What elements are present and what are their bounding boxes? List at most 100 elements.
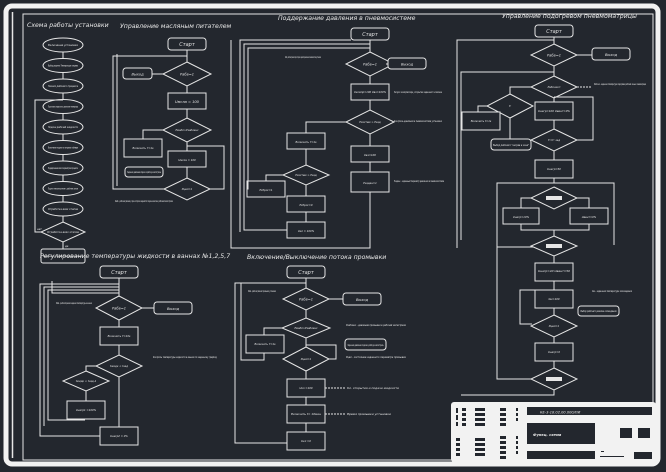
flow-cond2-label: Рмабл>Рзабланс [294,326,318,330]
inner-frame [22,13,654,461]
title-block: КЕ-3-18.02.00.000/ПИ Функц. схема [451,402,656,462]
pressure-exit-label: Выход [401,63,414,67]
liquid-box3-label: Uнагр2 = 0% [110,434,128,438]
pressure-box5-label: Рсброс=0 [299,203,312,207]
flow-title: Включение/Выключение потока промывки [247,254,386,261]
temp-box4-label: Uнагр=10% [513,215,530,219]
scheme-title: Схема работы установки [27,21,109,29]
scheme-step-label: Начало рабочего процесса [48,84,78,88]
section-pump: Управление масляным питателем Старт Рабв… [112,23,232,203]
pressure-title: Поддержание давления в пневмосистеме [278,15,416,22]
temp-box2 [461,111,501,131]
pressure-cond3-label: Рсистем > Рзад [295,173,317,177]
pressure-exit-terminator [387,57,427,70]
temp-cond5-label: Рцел=1 [549,324,560,328]
pressure-box1-label: Uкомпр=100 Uвз=100% [354,90,387,94]
temp-cond2-label: Рабочая t [548,85,562,89]
pump-exit-terminator [122,67,153,80]
pressure-box6-label: Рзадан=1 [363,181,377,185]
temp-cond4-label: tº=tº зад [548,138,560,142]
scheme-step-label: Подача теплоносителя к рабочим зонам [48,187,78,191]
temp-note1: Рабочая - заданная температура подогрева… [594,82,646,86]
pump-start-label: Старт [179,42,196,48]
flow-box2-label: Uкл =100 [299,386,312,390]
section-scheme: Схема работы установки Включение установ… [27,21,109,264]
flow-box3-label: Включить t= 10мин [291,412,321,416]
drawing-name: Функц. схема [533,433,562,437]
temp-box3-label: Uнагр=50 [547,167,561,171]
scheme-step-label: Выбор рецепта Температура нагрева [48,64,78,68]
pressure-start-label: Старт [362,32,379,38]
temp-box8-label: Uнагр=0 [548,350,560,354]
temp-box2-label: Включить t=1s [471,119,492,123]
flow-note1: Рабв - рабочий режим промывки установки [248,289,276,293]
scheme-step-label: Включение подачи и нагрев в таймере [48,146,78,150]
flow-note6: Время промывки установки [347,412,391,416]
pump-box2 [123,138,163,158]
pump-box3-label: Uмсла = 100 [178,158,196,162]
temp-box5-label: Uвент=0% [582,215,597,219]
liquid-title: Регулирование температуры жидкости в ван… [40,253,230,260]
liquid-cond1-label: Рабв=1 [112,307,126,311]
flow-note2: Рзабланс - давление промывки в рабочей м… [346,323,406,327]
scheme-end-label: Выключение установки, Завершение процесс… [43,254,83,258]
pressure-box4-label: Рсброс=1 [259,188,272,192]
scheme-decision-label: Отработка всех этапов [47,230,79,234]
liquid-box2-label: Uнагр1 =100% [76,408,97,412]
temp-redacted-label2 [546,244,562,248]
flow-note3 [344,338,387,351]
section-pressure: Поддержание давления в пневмосистеме Ста… [230,15,444,249]
pump-cond3-label: Рцел=1 [182,187,193,191]
pump-cond3 [162,177,212,201]
scheme-step-label: Поддержание всех параметров процесса [48,166,78,170]
temp-note4 [577,305,620,317]
pressure-box2-label: Включить Y=1s [295,140,317,144]
temp-start-label: Старт [546,29,563,35]
drawing-code: КЕ-3-18.02.00.000/ПИ [540,411,581,415]
liquid-start-label: Старт [111,270,128,276]
pump-cond1-label: Рабв=1 [180,73,194,77]
liquid-cond3-label: tжидк < tзад-1 [76,379,97,383]
section-flow: Включение/Выключение потока промывки Ста… [234,254,406,451]
pressure-note3: Контроль давления в пневмосистеме устано… [394,119,442,123]
liquid-box2 [66,400,106,420]
flow-note5: Кл. открытия и подачи жидкости [347,386,399,390]
temp-note3: tвз - заданная температура охлаждения [592,289,632,293]
temp-box6-label: Uнагр=40 Uвент=50 [538,269,570,273]
pump-cond2-label: Рмабл>Рзабланс [175,128,199,132]
pressure-note1: Рабв - рабочий режим при котором задаетс… [285,55,321,59]
scheme-step-label: Подача рабочей жидкости [48,125,78,129]
outer-frame [3,3,661,467]
temp-cond3-label: tº [509,104,512,108]
flow-cond3-label: Рцел=1 [301,357,312,361]
temp-box7-label: tвз=100 [548,297,559,301]
temp-box1-label: Uнагр=100 Uвент=0% [538,109,571,113]
pump-title: Управление масляным питателем [120,23,232,30]
scheme-step-label: Отработка всех этапов [48,207,78,211]
liquid-box1-label: Включить Y=10s [108,334,131,338]
flow-box4 [286,431,326,451]
section-liquid: Регулирование температуры жидкости в ван… [39,253,230,446]
liquid-cond2-label: tжидк < tзад [110,364,128,368]
title-block-grid [456,407,652,459]
liquid-box3 [99,426,139,446]
pressure-note2: Запуск компрессора, открытие заданного к… [394,90,442,94]
scheme-yes-label: да [64,245,69,248]
temp-note2 [490,138,532,151]
liquid-exit-terminator [153,301,193,315]
flow-exit-label: Выход [356,298,369,302]
flow-box4-label: Uкл =0 [301,439,311,443]
temp-exit-terminator [591,47,631,61]
pump-box2-label: Включить Y=1s [132,146,154,150]
pump-exit-label: Выход [131,73,144,77]
scheme-no-label: нет [37,228,42,231]
pump-note1 [124,166,164,178]
temp-note4-label: Выбор рабочего режима охлаждения [581,309,617,313]
scheme-step-label: Включение установки [48,43,78,47]
liquid-note2: Контроль температуры жидкости в ваннах п… [153,355,217,359]
flow-box1-label: Включить Y=1s [254,342,276,346]
temp-note2-label: Выбор рабочего "нагрев в зоне" [493,143,529,147]
temp-redacted-label3 [546,377,562,381]
temp-exit-label: Выход [605,53,618,57]
